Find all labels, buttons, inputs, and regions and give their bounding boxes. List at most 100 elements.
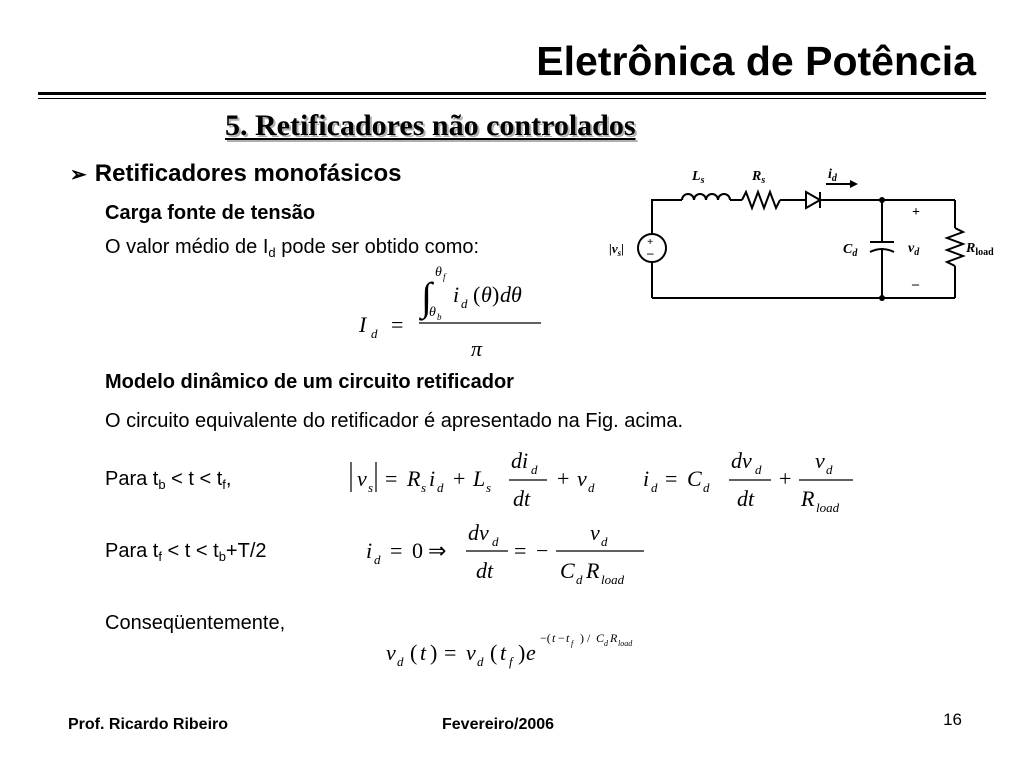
- svg-text:d: d: [492, 534, 499, 549]
- svg-text:i: i: [429, 466, 435, 491]
- svg-text:dv: dv: [468, 520, 489, 545]
- svg-text:): ): [518, 640, 525, 665]
- svg-text:Rload: Rload: [965, 241, 994, 258]
- footer-date: Fevereiro/2006: [442, 716, 555, 733]
- svg-text:e: e: [526, 640, 536, 665]
- svg-text:R: R: [609, 631, 618, 645]
- svg-text:v: v: [590, 520, 600, 545]
- bullet-label: Retificadores monofásicos: [94, 160, 402, 187]
- equation-conducting: v s = R s i d + L s di d dt + v d i d = …: [350, 448, 853, 515]
- svg-text:θ: θ: [435, 265, 442, 280]
- svg-text:f: f: [509, 654, 515, 669]
- slide-title: Eletrônica de Potência: [536, 38, 976, 84]
- page-number: 16: [943, 710, 962, 729]
- svg-text:d: d: [371, 326, 378, 341]
- svg-text:d: d: [461, 296, 468, 311]
- svg-text:Ls: Ls: [691, 169, 705, 186]
- svg-text:i: i: [453, 282, 459, 307]
- equation-average-current: I d = ∫ θ f θ b i d ( θ ) dθ π: [358, 265, 541, 361]
- svg-text:i: i: [366, 538, 372, 563]
- svg-text:dθ: dθ: [500, 282, 522, 307]
- svg-text:t: t: [500, 640, 507, 665]
- svg-text:vd: vd: [908, 241, 920, 258]
- svg-text:+: +: [912, 205, 920, 220]
- svg-text:d: d: [604, 639, 609, 648]
- svg-text:(: (: [490, 640, 497, 665]
- svg-text:d: d: [601, 534, 608, 549]
- svg-text:Cd: Cd: [843, 242, 858, 259]
- svg-text:+: +: [647, 236, 653, 248]
- text-equivalent-circuit: O circuito equivalente do retificador é …: [105, 410, 684, 432]
- svg-text:load: load: [816, 500, 840, 515]
- bullet-item: ➢ Retificadores monofásicos: [70, 160, 402, 188]
- svg-text:) /: ) /: [580, 631, 591, 645]
- condition-blocking: Para tf < t < tb+T/2: [105, 540, 267, 564]
- svg-text:t: t: [566, 631, 570, 645]
- heading-voltage-source-load: Carga fonte de tensão: [105, 202, 316, 224]
- svg-text:−: −: [536, 538, 548, 563]
- svg-text:=: =: [444, 640, 456, 665]
- svg-text:load: load: [601, 572, 625, 587]
- svg-text:=: =: [390, 538, 402, 563]
- rectifier-circuit-diagram: + – Ls Rs id |vs| Cd + vd – Rload: [609, 167, 994, 301]
- svg-text:d: d: [576, 572, 583, 587]
- svg-text:⇒: ⇒: [428, 538, 446, 563]
- title-rule-thin: [38, 98, 986, 99]
- svg-text:R: R: [406, 466, 421, 491]
- svg-text:R: R: [800, 486, 815, 511]
- svg-text:d: d: [397, 654, 404, 669]
- svg-text:∫: ∫: [418, 274, 435, 321]
- svg-text:+: +: [779, 466, 791, 491]
- svg-text:C: C: [560, 558, 575, 583]
- svg-text:d: d: [531, 462, 538, 477]
- svg-text:θ: θ: [481, 282, 492, 307]
- svg-text:I: I: [358, 312, 368, 337]
- svg-text:Rs: Rs: [751, 169, 765, 186]
- svg-text:|vs|: |vs|: [609, 241, 624, 258]
- svg-text:s: s: [368, 480, 373, 495]
- svg-text:s: s: [421, 480, 426, 495]
- arrow-bullet-icon: ➢: [70, 164, 87, 186]
- title-rule-thick: [38, 92, 986, 95]
- svg-text:(: (: [410, 640, 417, 665]
- svg-text:): ): [492, 282, 499, 307]
- svg-text:t: t: [552, 631, 556, 645]
- svg-text:C: C: [687, 466, 702, 491]
- condition-conducting: Para tb < t < tf,: [105, 468, 232, 492]
- heading-dynamic-model: Modelo dinâmico de um circuito retificad…: [105, 371, 514, 393]
- svg-text:=: =: [391, 312, 403, 337]
- svg-text:R: R: [585, 558, 600, 583]
- svg-text:b: b: [437, 312, 442, 322]
- svg-text:d: d: [374, 552, 381, 567]
- equation-blocking: i d = 0 ⇒ dv d dt = − v d C d R load: [366, 520, 644, 587]
- svg-text:−(: −(: [540, 631, 551, 645]
- svg-text:dt: dt: [513, 486, 531, 511]
- svg-text:C: C: [596, 631, 605, 645]
- svg-text:v: v: [386, 640, 396, 665]
- svg-text:L: L: [472, 466, 485, 491]
- svg-text:(: (: [473, 282, 480, 307]
- svg-text:d: d: [651, 480, 658, 495]
- svg-text:v: v: [466, 640, 476, 665]
- svg-text:load: load: [618, 639, 633, 648]
- footer-author: Prof. Ricardo Ribeiro: [68, 716, 229, 733]
- svg-text:f: f: [571, 639, 575, 648]
- svg-text:v: v: [357, 466, 367, 491]
- svg-text:dv: dv: [731, 448, 752, 473]
- text-consequently: Conseqüentemente,: [105, 612, 286, 634]
- svg-text:0: 0: [412, 538, 423, 563]
- svg-text:+: +: [453, 466, 465, 491]
- svg-text:t: t: [420, 640, 427, 665]
- svg-text:d: d: [703, 480, 710, 495]
- svg-text:s: s: [486, 480, 491, 495]
- svg-text:−: −: [558, 631, 565, 645]
- svg-text:–: –: [646, 245, 654, 260]
- section-title: 5. Retificadores não controlados: [225, 109, 636, 142]
- svg-text:dt: dt: [476, 558, 494, 583]
- svg-text:+: +: [557, 466, 569, 491]
- equation-voltage-decay: v d ( t ) = v d ( t f ) e −( t − t f ) /…: [386, 631, 633, 669]
- svg-text:v: v: [577, 466, 587, 491]
- svg-text:d: d: [437, 480, 444, 495]
- svg-text:d: d: [477, 654, 484, 669]
- svg-text:d: d: [826, 462, 833, 477]
